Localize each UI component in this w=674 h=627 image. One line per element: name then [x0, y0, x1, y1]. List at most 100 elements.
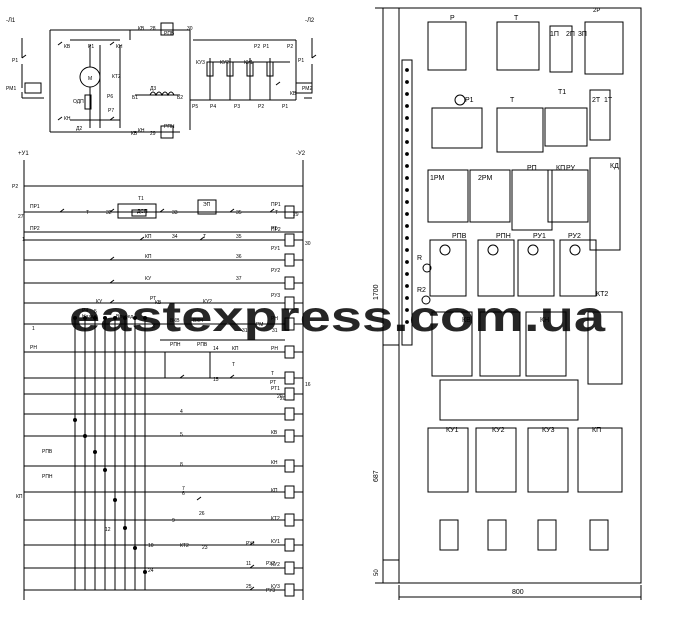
panel-label: Р1	[465, 97, 474, 104]
coil-box	[284, 233, 295, 247]
panel-component	[427, 21, 467, 71]
panel-label: РПН	[496, 233, 511, 240]
power-label: КУ1	[244, 60, 253, 66]
bus-node	[73, 316, 77, 320]
control-rung-label: РПВ	[197, 342, 208, 348]
panel-label: 1РМ	[430, 175, 444, 182]
power-label: РПН	[164, 124, 175, 130]
control-rung-label: КП	[145, 254, 152, 260]
control-rung-label: 9	[172, 518, 175, 524]
coil-label: КТ2	[271, 516, 280, 522]
panel-component	[544, 107, 588, 147]
panel-component	[511, 169, 553, 231]
resistor-r2	[421, 295, 431, 305]
contact-line	[59, 208, 65, 213]
timer-box	[117, 203, 157, 219]
panel-component	[496, 107, 544, 153]
dimension-label: 687	[373, 470, 380, 482]
wire-number: 16	[305, 382, 311, 388]
panel-component	[469, 169, 511, 223]
terminal-dot	[405, 284, 409, 288]
relay-p1	[454, 94, 466, 106]
control-rung-label: ЭП	[203, 202, 211, 208]
control-rung-label: РУ2	[266, 561, 275, 567]
power-label: Р1	[298, 58, 304, 64]
relay-coil-rm2	[295, 82, 313, 94]
panel-label: КТ2	[596, 291, 608, 298]
control-rung-label: 32	[106, 210, 112, 216]
coil-label: Т	[271, 371, 274, 377]
contact-line	[109, 256, 115, 261]
power-label: Р4	[210, 104, 216, 110]
power-label: Р1	[88, 44, 94, 50]
power-label: КВ	[64, 44, 71, 50]
dimension-label: 50	[374, 569, 380, 576]
contact-line	[249, 564, 255, 569]
panel-label: 1П	[550, 31, 559, 38]
power-label: РПВ	[164, 31, 175, 37]
panel-component	[587, 311, 623, 385]
panel-label: R	[417, 255, 422, 262]
terminal-label: -Л1	[6, 18, 16, 24]
bus-node	[83, 316, 87, 320]
coil-box	[284, 583, 295, 597]
terminal-dot	[405, 200, 409, 204]
power-label: Р3	[234, 104, 240, 110]
relay-coil-rpn	[160, 125, 174, 139]
contact-line	[109, 41, 115, 46]
terminal-dot	[405, 176, 409, 180]
contact-line	[109, 299, 115, 304]
panel-label: Т1	[558, 89, 566, 96]
control-rung-label: 33	[172, 210, 178, 216]
control-rung-label: 35	[236, 210, 242, 216]
junction-node	[133, 546, 137, 550]
panel-component	[527, 427, 569, 493]
coil-label: КУ3	[271, 584, 280, 590]
panel-label: 2П	[566, 31, 575, 38]
power-label: Р6	[107, 94, 113, 100]
control-rung-label: 15	[213, 377, 219, 383]
control-rung-label: КП	[232, 346, 239, 352]
control-rung-label: ДСП	[137, 209, 148, 215]
wire-number: 30	[305, 241, 311, 247]
control-rung-label: КП	[145, 234, 152, 240]
control-left-label: 27	[18, 214, 24, 220]
control-rung-label: Т	[232, 362, 235, 368]
contactor-foot	[589, 519, 609, 551]
contact-line	[57, 116, 63, 121]
contact-line	[109, 116, 115, 121]
contact-line	[139, 236, 145, 241]
relay-coil-rm1	[24, 82, 42, 94]
power-label: М	[88, 76, 92, 82]
panel-component	[589, 157, 621, 251]
terminal-dot	[405, 212, 409, 216]
inductor-coil	[149, 91, 175, 97]
control-left-label: Р2	[12, 184, 18, 190]
power-label: КН	[138, 128, 145, 134]
terminal-dot	[405, 224, 409, 228]
coil-box	[284, 345, 295, 359]
dimension-label: 1700	[373, 284, 380, 300]
terminal-dot	[405, 260, 409, 264]
coil-label: КУ2	[271, 562, 280, 568]
coil-box	[284, 371, 295, 385]
control-rung-label: 26	[199, 511, 205, 517]
ep-box	[197, 199, 217, 215]
panel-label: КН	[540, 317, 549, 324]
control-left-label: 5	[94, 309, 97, 315]
panel-component	[525, 311, 567, 377]
control-rung-label: 25	[246, 584, 252, 590]
coil-box	[284, 253, 295, 267]
supply-label: +У1	[18, 151, 29, 157]
contact-line	[275, 81, 281, 86]
contact-line	[249, 541, 255, 546]
control-left-label: Вперед	[116, 314, 133, 320]
control-rung-label: 6	[182, 491, 185, 497]
panel-component	[429, 239, 467, 297]
coil-box	[284, 429, 295, 443]
contact-line	[229, 208, 235, 213]
power-label: КН	[116, 44, 123, 50]
panel-component	[431, 107, 483, 149]
